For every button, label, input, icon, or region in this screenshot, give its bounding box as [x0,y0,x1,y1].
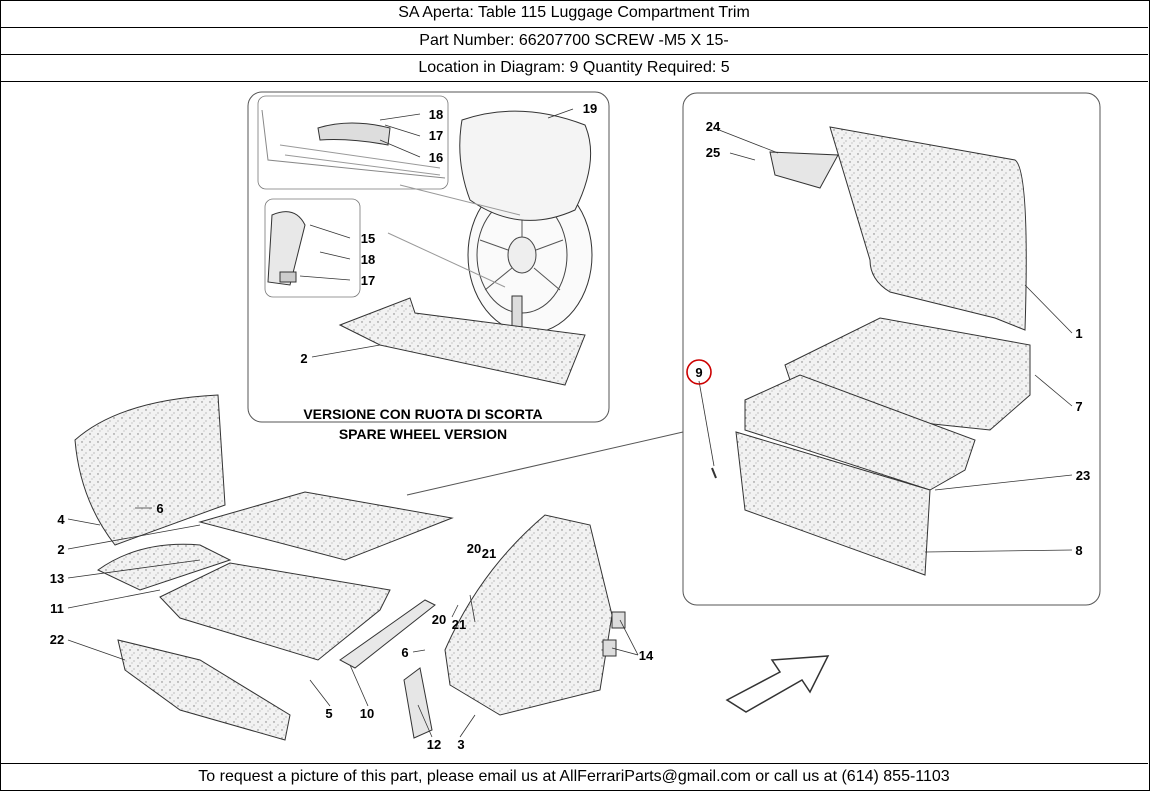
callout-13: 13 [50,571,64,586]
diagram-location: Location in Diagram: 9 Quantity Required… [0,55,1148,82]
callout-16: 16 [429,150,443,165]
leader-lines [67,108,1073,738]
callout-18b: 18 [361,252,375,267]
spare-wheel-inset: VERSIONE CON RUOTA DI SCORTA SPARE WHEEL… [247,91,610,442]
inset-caption-en: SPARE WHEEL VERSION [339,426,507,442]
callout-4: 4 [57,512,65,527]
callout-20b: 20 [432,612,446,627]
callout-25: 25 [706,145,720,160]
callout-18: 18 [429,107,443,122]
callout-10: 10 [360,706,374,721]
callout-8: 8 [1075,543,1082,558]
highlight-ring [686,359,712,385]
callout-6: 6 [156,501,163,516]
callout-2-inset: 2 [300,351,307,366]
callouts: 19 18 17 16 15 18 17 2 24 25 1 7 23 8 9 … [50,101,1090,752]
callout-1: 1 [1075,326,1082,341]
main-assembly [74,394,684,741]
callout-11: 11 [50,601,64,616]
callout-22: 22 [50,632,64,647]
callout-5: 5 [325,706,332,721]
callout-23: 23 [1076,468,1090,483]
callout-21: 21 [482,546,496,561]
callout-6b: 6 [401,645,408,660]
callout-24: 24 [706,119,721,134]
spare-wheel [459,110,593,334]
callout-9-highlighted: 9 [695,365,702,380]
callout-3: 3 [457,737,464,752]
callout-17b: 17 [361,273,375,288]
callout-21b: 21 [452,617,466,632]
callout-2: 2 [57,542,64,557]
direction-arrow-icon [725,655,830,713]
callout-19: 19 [583,101,597,116]
callout-20: 20 [467,541,481,556]
callout-14: 14 [639,648,654,663]
page-title: SA Aperta: Table 115 Luggage Compartment… [0,0,1148,28]
contact-footer: To request a picture of this part, pleas… [0,763,1148,790]
callout-12: 12 [427,737,441,752]
part-number: Part Number: 66207700 SCREW -M5 X 15- [0,28,1148,55]
lid-assembly-inset [682,92,1101,606]
callout-7: 7 [1075,399,1082,414]
parts-diagram: VERSIONE CON RUOTA DI SCORTA SPARE WHEEL… [50,91,1101,752]
callout-17: 17 [429,128,443,143]
callout-15: 15 [361,231,375,246]
inset-caption-it: VERSIONE CON RUOTA DI SCORTA [303,406,542,422]
